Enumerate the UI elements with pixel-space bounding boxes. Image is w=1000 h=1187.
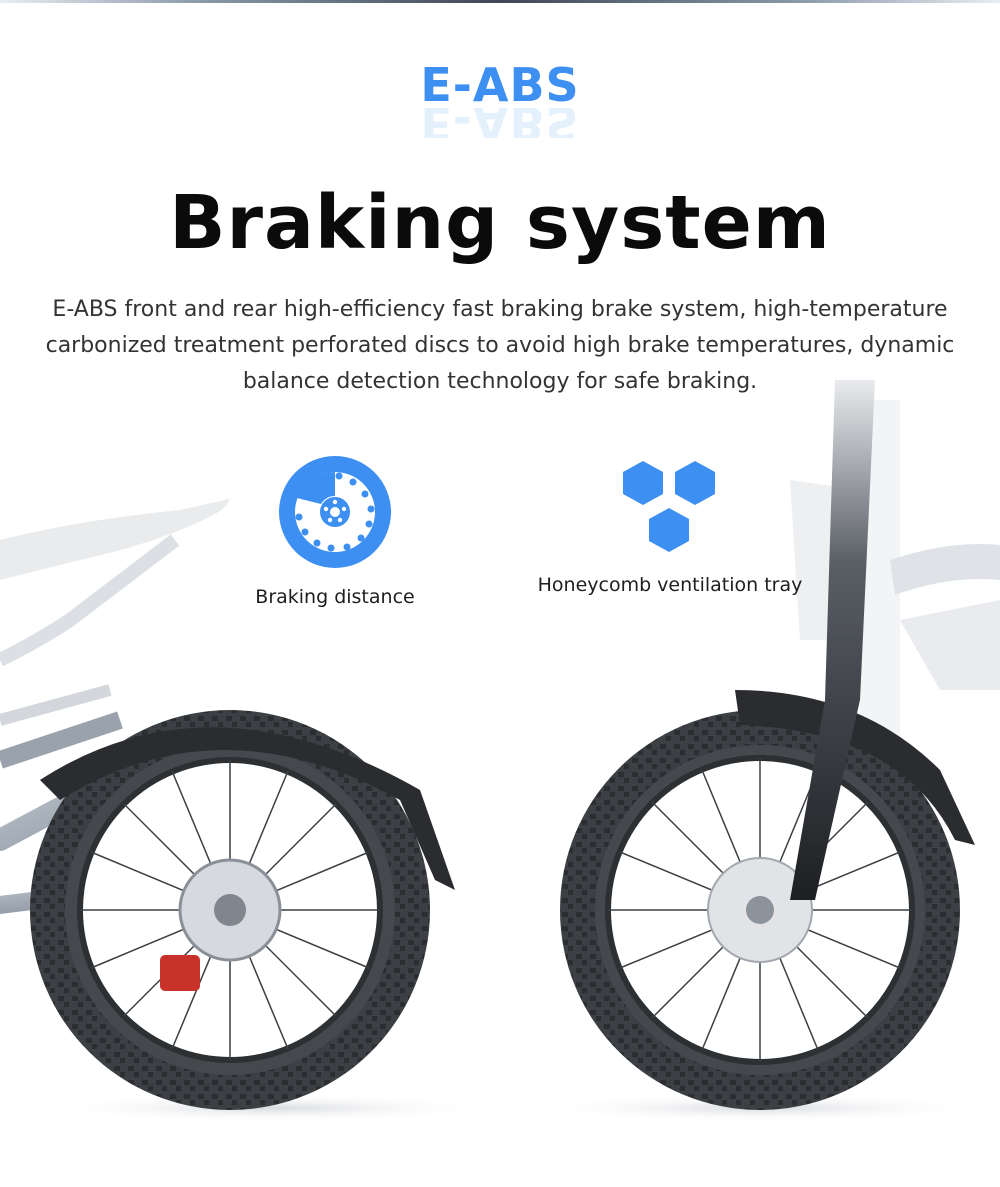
eyebrow-reflection: E-ABS [420,108,580,138]
feature-label: Braking distance [255,586,415,608]
feature-honeycomb-tray: Honeycomb ventilation tray [520,456,820,596]
brake-disc-icon [279,456,391,568]
description-text: E-ABS front and rear high-efficiency fas… [45,297,955,394]
page-title: Braking system [169,180,831,266]
honeycomb-icon [623,461,715,552]
ebike-wheels-image [0,380,1000,1122]
top-divider [0,0,1000,3]
eyebrow-heading: E-ABS [420,58,580,112]
feature-label: Honeycomb ventilation tray [537,574,803,596]
feature-braking-distance: Braking distance [230,454,440,608]
